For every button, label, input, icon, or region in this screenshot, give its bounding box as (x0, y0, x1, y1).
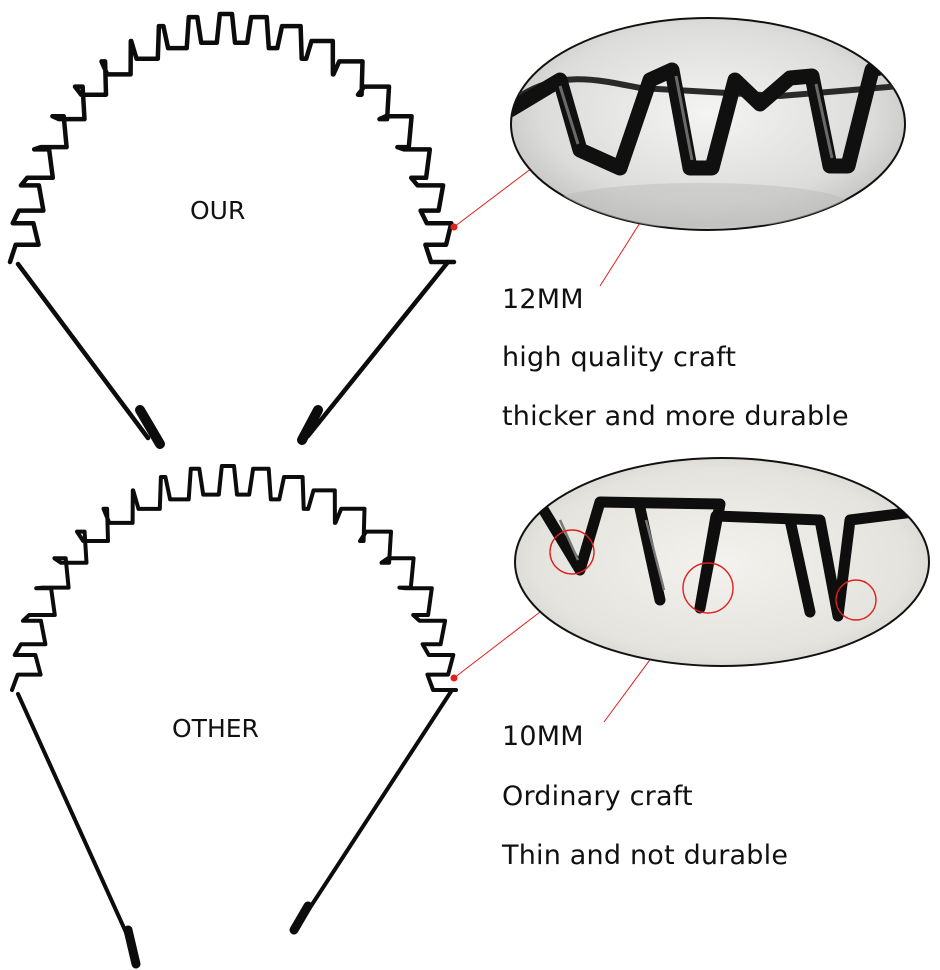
top-pointer-dot (450, 223, 458, 231)
our-spec-durability: thicker and more durable (502, 401, 849, 432)
other-label: OTHER (172, 714, 259, 743)
bottom-pointer-dot (450, 674, 458, 682)
our-spec-craft: high quality craft (502, 342, 737, 373)
other-spec-size: 10MM (502, 721, 584, 752)
other-headband-image (10, 464, 458, 969)
our-closeup-zoom (510, 17, 906, 231)
our-label: OUR (190, 196, 246, 225)
other-closeup-zoom (514, 457, 930, 667)
other-spec-durability: Thin and not durable (502, 840, 789, 871)
other-spec-craft: Ordinary craft (502, 781, 693, 812)
our-headband-image (7, 11, 457, 449)
our-spec-size: 12MM (502, 284, 584, 315)
